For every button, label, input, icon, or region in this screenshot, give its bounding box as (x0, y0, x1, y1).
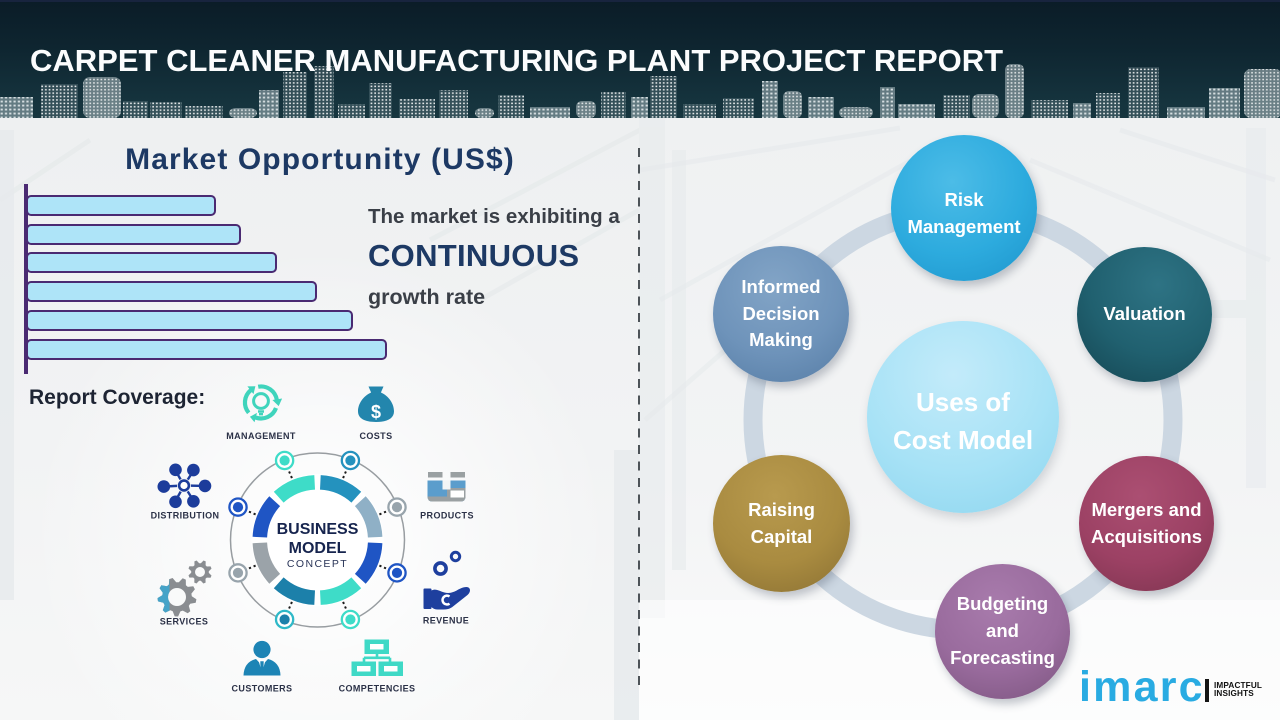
svg-text:DISTRIBUTION: DISTRIBUTION (151, 511, 220, 521)
svg-text:CONCEPT: CONCEPT (287, 558, 348, 570)
svg-text:COMPETENCIES: COMPETENCIES (339, 684, 416, 694)
svg-text:$: $ (371, 402, 381, 422)
svg-text:SERVICES: SERVICES (160, 617, 209, 627)
svg-text:MANAGEMENT: MANAGEMENT (226, 431, 296, 441)
svg-text:COSTS: COSTS (359, 431, 392, 441)
svg-text:BUSINESS: BUSINESS (277, 521, 359, 538)
svg-text:REVENUE: REVENUE (423, 616, 469, 626)
svg-text:CUSTOMERS: CUSTOMERS (232, 684, 293, 694)
svg-text:MODEL: MODEL (289, 540, 347, 557)
svg-text:PRODUCTS: PRODUCTS (420, 511, 474, 521)
